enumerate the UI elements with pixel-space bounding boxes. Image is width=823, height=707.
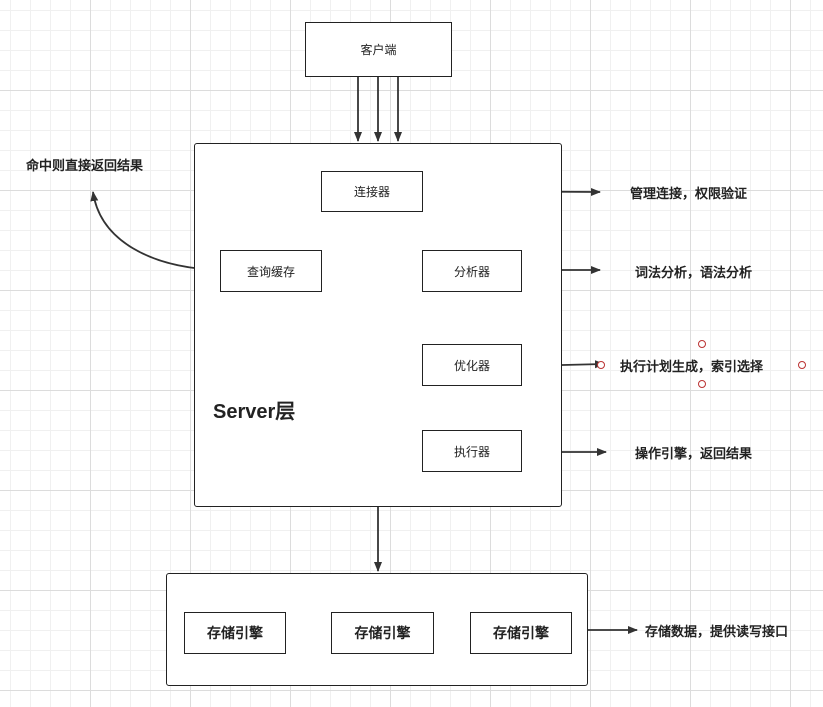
client-box[interactable]: 客户端 [305, 22, 452, 77]
storage-engine-label: 存储引擎 [493, 626, 549, 642]
connector-box[interactable]: 连接器 [321, 171, 423, 212]
analyzer-desc: 词法分析，语法分析 [635, 266, 753, 281]
selection-handle[interactable] [798, 361, 806, 369]
storage-engine-box[interactable]: 存储引擎 [184, 612, 286, 654]
connector-desc: 管理连接，权限验证 [630, 187, 748, 202]
storage-engine-box[interactable]: 存储引擎 [470, 612, 572, 654]
analyzer-box[interactable]: 分析器 [422, 250, 522, 292]
storage-desc: 存储数据，提供读写接口 [645, 625, 789, 640]
selection-handle[interactable] [698, 340, 706, 348]
optimizer-desc: 执行计划生成，索引选择 [620, 360, 764, 375]
storage-engine-box[interactable]: 存储引擎 [331, 612, 434, 654]
selection-handle[interactable] [698, 380, 706, 388]
connector-label: 连接器 [353, 185, 390, 199]
cache-hit-note: 命中则直接返回结果 [26, 159, 144, 174]
query-cache-box[interactable]: 查询缓存 [220, 250, 322, 292]
executor-box[interactable]: 执行器 [422, 430, 522, 472]
storage-engine-label: 存储引擎 [207, 626, 263, 642]
query-cache-label: 查询缓存 [246, 264, 295, 279]
selection-handle[interactable] [597, 361, 605, 369]
analyzer-label: 分析器 [453, 264, 490, 279]
client-label: 客户端 [360, 43, 397, 57]
storage-engine-label: 存储引擎 [354, 626, 411, 642]
optimizer-box[interactable]: 优化器 [422, 344, 522, 386]
executor-desc: 操作引擎，返回结果 [635, 447, 753, 462]
server-layer-title: Server层 [213, 401, 296, 423]
optimizer-label: 优化器 [453, 358, 490, 373]
executor-label: 执行器 [453, 444, 490, 459]
